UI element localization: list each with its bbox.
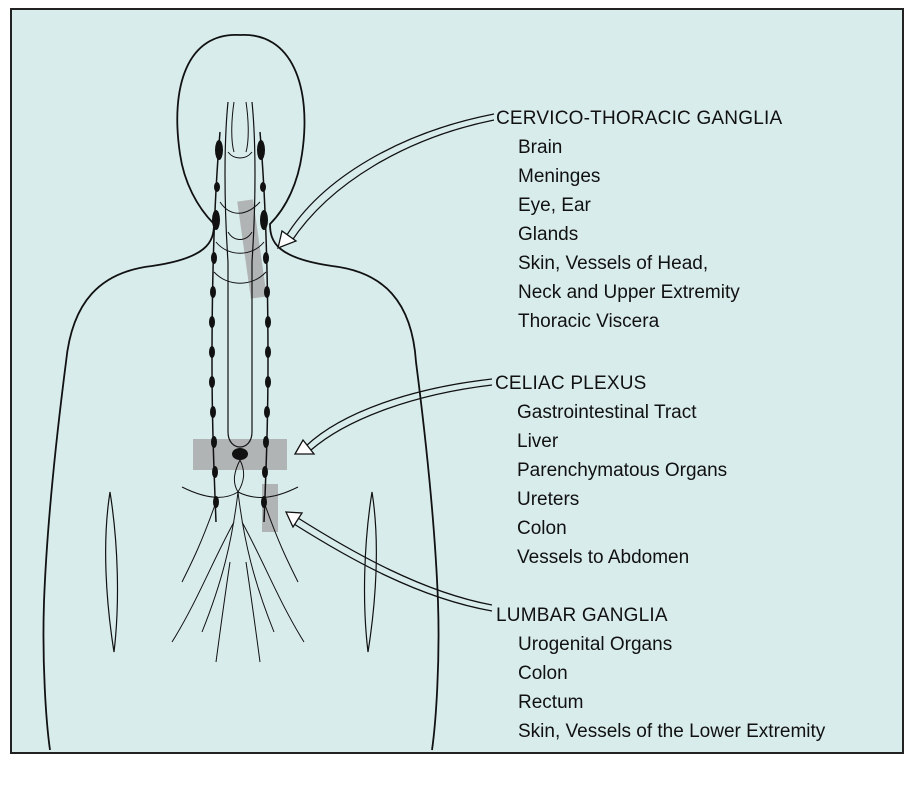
list-item: Rectum: [518, 688, 825, 717]
list-item: Gastrointestinal Tract: [517, 398, 727, 427]
list-item: Colon: [517, 514, 727, 543]
list-item: Eye, Ear: [518, 191, 782, 220]
list-item: Ureters: [517, 485, 727, 514]
organ-list: Gastrointestinal Tract Liver Parenchymat…: [495, 398, 727, 572]
list-item: Brain: [518, 133, 782, 162]
list-item: Vessels to Abdomen: [517, 543, 727, 572]
label-group-celiac-plexus: CELIAC PLEXUS Gastrointestinal Tract Liv…: [495, 369, 727, 572]
brain-stem-lines: [228, 102, 252, 158]
body-outline: [43, 35, 438, 750]
arrow-lumbar: [294, 518, 492, 611]
diagram-panel: CERVICO-THORACIC GANGLIA Brain Meninges …: [10, 8, 904, 754]
label-group-lumbar-ganglia: LUMBAR GANGLIA Urogenital Organs Colon R…: [496, 601, 825, 746]
list-item: Thoracic Viscera: [518, 307, 782, 336]
group-heading: CELIAC PLEXUS: [495, 369, 727, 398]
label-group-cervico-thoracic: CERVICO-THORACIC GANGLIA Brain Meninges …: [496, 104, 782, 336]
list-item: Glands: [518, 220, 782, 249]
list-item: Colon: [518, 659, 825, 688]
right-arm-line: [365, 492, 377, 652]
group-heading: LUMBAR GANGLIA: [496, 601, 825, 630]
plexus-branches: [172, 460, 304, 662]
list-item: Neck and Upper Extremity: [518, 278, 782, 307]
list-item: Meninges: [518, 162, 782, 191]
list-item: Skin, Vessels of Head,: [518, 249, 782, 278]
list-item: Parenchymatous Organs: [517, 456, 727, 485]
list-item: Liver: [517, 427, 727, 456]
group-heading: CERVICO-THORACIC GANGLIA: [496, 104, 782, 133]
organ-list: Brain Meninges Eye, Ear Glands Skin, Ves…: [496, 133, 782, 336]
organ-list: Urogenital Organs Colon Rectum Skin, Ves…: [496, 630, 825, 746]
list-item: Urogenital Organs: [518, 630, 825, 659]
left-arm-line: [106, 492, 118, 652]
arrow-cervico-head: [278, 231, 296, 248]
arrow-cervico: [285, 114, 494, 242]
list-item: Skin, Vessels of the Lower Extremity: [518, 717, 825, 746]
arrow-celiac: [306, 379, 492, 450]
